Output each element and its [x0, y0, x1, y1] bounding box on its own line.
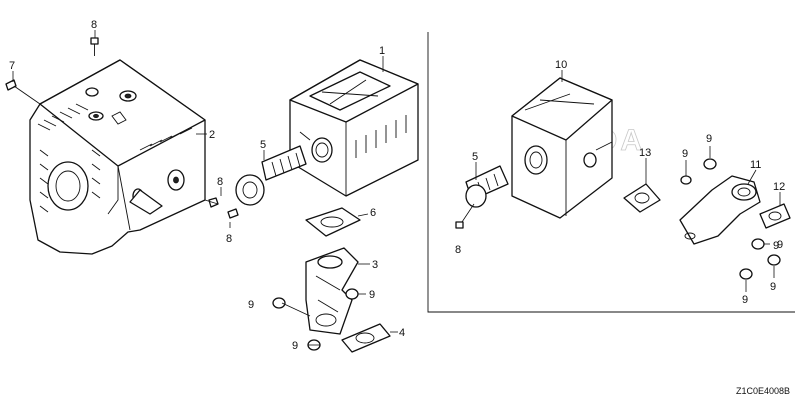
- callout-5-left: 5: [260, 139, 266, 151]
- callouts: 1 2 3 4 5 5 6 7 8 8 8 8 9 9 9 9 9 9 9 9 …: [9, 19, 785, 352]
- callout-9-c: 9: [292, 340, 298, 352]
- callout-1: 1: [379, 45, 385, 57]
- callout-3: 3: [372, 259, 378, 271]
- callout-9-d: 9: [706, 133, 712, 145]
- exhaust-pipe-right: [679, 175, 761, 245]
- gasket-6: [305, 207, 361, 237]
- callout-8-lower: 8: [226, 233, 232, 245]
- callout-8-right: 8: [455, 244, 461, 256]
- gasket-12: [759, 203, 791, 229]
- muffler: [289, 59, 419, 197]
- exhaust-pipe-left: [305, 247, 359, 335]
- callout-9-a: 9: [248, 299, 254, 311]
- spark-arrester-right: [465, 165, 509, 208]
- callout-9-e: 9: [682, 148, 688, 160]
- bolt-8-side: [204, 197, 239, 219]
- callout-6: 6: [370, 207, 376, 219]
- callout-9-h: 9: [770, 281, 776, 293]
- callout-9-g: 9: [742, 294, 748, 306]
- nuts-right: [680, 158, 781, 280]
- callout-9-f: 9: [773, 240, 779, 252]
- spark-arrester-left: [235, 145, 307, 206]
- bolt-8-right: [455, 203, 475, 229]
- callout-13: 13: [639, 147, 651, 159]
- callout-7: 7: [9, 60, 15, 72]
- callout-8-side: 8: [217, 176, 223, 188]
- callout-9-i: 9: [777, 239, 783, 251]
- callout-8-top: 8: [91, 19, 97, 31]
- diagram-code: Z1C0E4008B: [736, 386, 790, 396]
- bolt-7: [5, 79, 41, 105]
- callout-10: 10: [555, 59, 567, 71]
- bolt-8-top: [90, 37, 99, 56]
- muffler-right: [511, 77, 613, 219]
- gasket-13: [623, 183, 661, 213]
- callout-4: 4: [399, 327, 405, 339]
- callout-5-right: 5: [472, 151, 478, 163]
- callout-12: 12: [773, 181, 785, 193]
- callout-2: 2: [209, 129, 215, 141]
- callout-9-b: 9: [369, 289, 375, 301]
- muffler-protector: [29, 59, 206, 255]
- leader-lines: [12, 30, 781, 346]
- callout-11: 11: [750, 159, 761, 171]
- group-frame: [427, 32, 795, 313]
- gasket-4: [341, 323, 391, 353]
